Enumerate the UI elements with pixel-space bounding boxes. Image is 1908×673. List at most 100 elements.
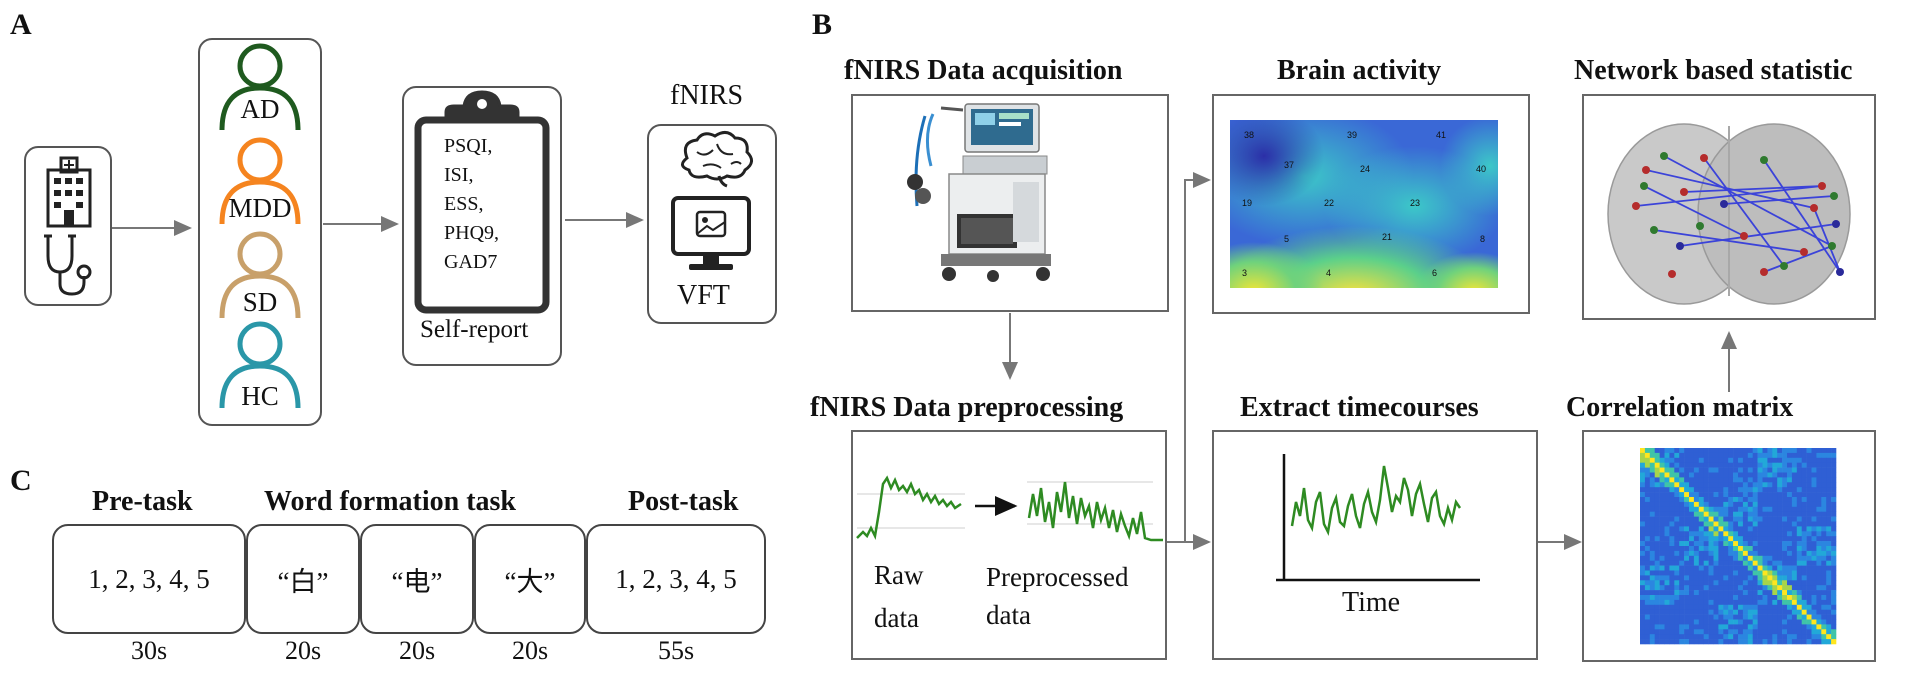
matrix-cell <box>1742 526 1749 532</box>
matrix-cell <box>1787 541 1793 547</box>
matrix-cell <box>1723 614 1729 620</box>
matrix-cell <box>1782 462 1788 468</box>
matrix-cell <box>1762 555 1768 561</box>
matrix-cell <box>1757 448 1763 454</box>
matrix-cell <box>1703 497 1709 503</box>
matrix-cell <box>1826 570 1832 576</box>
matrix-cell <box>1640 590 1646 596</box>
matrix-cell <box>1654 541 1660 547</box>
matrix-cell <box>1664 521 1670 527</box>
matrix-cell <box>1752 506 1758 512</box>
matrix-cell <box>1738 506 1744 512</box>
matrix-cell <box>1649 634 1655 640</box>
matrix-cell <box>1757 639 1763 645</box>
matrix-cell <box>1757 482 1763 488</box>
matrix-cell <box>1684 457 1690 463</box>
matrix-cell <box>1757 560 1763 566</box>
matrix-cell <box>1777 580 1783 586</box>
matrix-cell <box>1654 448 1660 454</box>
matrix-cell <box>1733 614 1739 620</box>
matrix-cell <box>1782 614 1788 620</box>
matrix-cell <box>1742 482 1749 488</box>
matrix-cell <box>1728 452 1734 459</box>
matrix-cell <box>1664 477 1670 483</box>
matrix-cell <box>1757 516 1763 522</box>
channel-label: 21 <box>1382 232 1392 242</box>
matrix-cell <box>1811 521 1817 527</box>
matrix-cell <box>1689 482 1695 488</box>
matrix-cell <box>1791 555 1798 561</box>
matrix-cell <box>1821 585 1827 591</box>
matrix-cell <box>1772 634 1778 640</box>
preprocessing-signals <box>856 475 1163 542</box>
matrix-cell <box>1698 541 1704 547</box>
matrix-cell <box>1689 629 1695 635</box>
matrix-cell <box>1806 609 1812 615</box>
matrix-cell <box>1708 609 1714 615</box>
matrix-cell <box>1762 580 1768 586</box>
matrix-cell <box>1718 624 1724 630</box>
matrix-cell <box>1782 531 1788 537</box>
matrix-cell <box>1826 555 1832 561</box>
matrix-cell <box>1698 624 1704 630</box>
matrix-cell <box>1826 516 1832 522</box>
matrix-cell <box>1728 546 1734 552</box>
matrix-cell <box>1684 550 1690 557</box>
matrix-cell <box>1708 580 1714 586</box>
matrix-cell <box>1747 580 1753 586</box>
matrix-cell <box>1669 595 1675 601</box>
matrix-cell <box>1698 590 1704 596</box>
matrix-cell <box>1664 541 1670 547</box>
matrix-cell <box>1777 585 1783 591</box>
matrix-cell <box>1806 599 1812 606</box>
matrix-cell <box>1772 472 1778 478</box>
matrix-cell <box>1747 541 1753 547</box>
matrix-cell <box>1816 614 1822 620</box>
matrix-cell <box>1772 448 1778 454</box>
matrix-cell <box>1796 541 1802 547</box>
matrix-cell <box>1821 452 1827 459</box>
matrix-cell <box>1644 634 1651 640</box>
matrix-cell <box>1821 629 1827 635</box>
matrix-cell <box>1654 639 1660 645</box>
matrix-cell <box>1757 590 1763 596</box>
matrix-cell <box>1649 585 1655 591</box>
monitor-icon <box>671 196 751 270</box>
matrix-cell <box>1801 506 1807 512</box>
matrix-cell <box>1777 619 1783 625</box>
matrix-cell <box>1664 565 1670 571</box>
matrix-cell <box>1674 585 1680 591</box>
matrix-cell <box>1742 501 1749 508</box>
matrix-cell <box>1796 634 1802 640</box>
matrix-cell <box>1649 497 1655 503</box>
matrix-cell <box>1772 492 1778 498</box>
matrix-cell <box>1669 634 1675 640</box>
matrix-cell <box>1742 614 1749 620</box>
matrix-cell <box>1674 619 1680 625</box>
matrix-cell <box>1772 531 1778 537</box>
matrix-cell <box>1644 462 1651 468</box>
matrix-cell <box>1791 482 1798 488</box>
matrix-cell <box>1708 487 1714 493</box>
matrix-cell <box>1679 629 1685 635</box>
matrix-cell <box>1659 516 1665 522</box>
matrix-cell <box>1806 550 1812 557</box>
matrix-cell <box>1689 521 1695 527</box>
matrix-cell <box>1767 482 1773 488</box>
matrix-cell <box>1654 629 1660 635</box>
matrix-cell <box>1762 452 1768 459</box>
matrix-cell <box>1767 506 1773 512</box>
questionnaire-gad7: GAD7 <box>444 251 498 273</box>
matrix-cell <box>1787 595 1793 601</box>
matrix-cell <box>1772 452 1778 459</box>
duration-word-1: 20s <box>284 636 322 665</box>
matrix-cell <box>1708 541 1714 547</box>
matrix-cell <box>1674 590 1680 596</box>
matrix-cell <box>1689 624 1695 630</box>
matrix-cell <box>1821 609 1827 615</box>
matrix-cell <box>1679 599 1685 606</box>
matrix-cell <box>1826 550 1832 557</box>
matrix-cell <box>1713 516 1719 522</box>
matrix-cell <box>1684 565 1690 571</box>
matrix-cell <box>1684 560 1690 566</box>
